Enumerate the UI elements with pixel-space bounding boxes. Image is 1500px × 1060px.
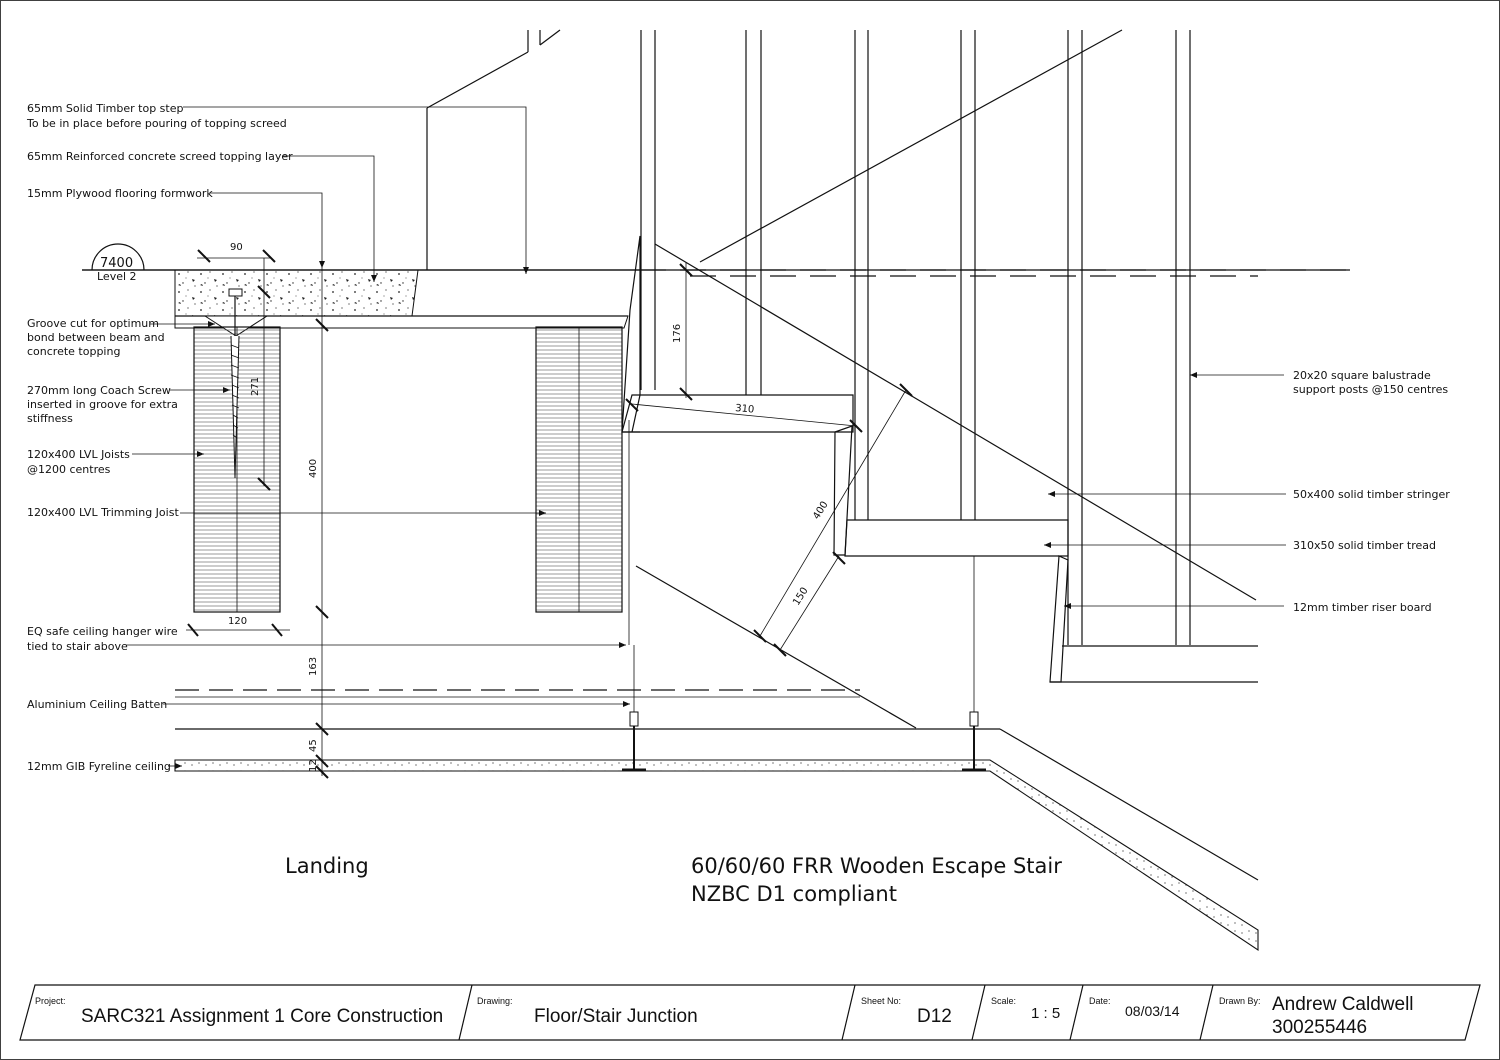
coach-screw [228, 288, 243, 479]
dim-400: 400 [308, 459, 319, 478]
drawn-by-label: Drawn By: [1219, 996, 1261, 1006]
label-top-step: 65mm Solid Timber top step [27, 102, 183, 115]
concrete-topping [174, 269, 419, 317]
label-riser: 12mm timber riser board [1293, 601, 1432, 614]
dim-271: 271 [250, 377, 261, 396]
label-coach-screw-2: inserted in groove for extra [27, 398, 178, 411]
label-hanger: EQ safe ceiling hanger wire [27, 625, 178, 638]
leader-lines [126, 106, 1286, 769]
dim-310: 310 [735, 403, 755, 416]
dim-176: 176 [672, 324, 683, 343]
label-joists: 120x400 LVL Joists [27, 448, 130, 461]
label-coach-screw-3: stiffness [27, 412, 73, 425]
label-groove-3: concrete topping [27, 345, 120, 358]
dim-163: 163 [308, 657, 319, 676]
label-joists-2: @1200 centres [27, 463, 111, 476]
label-groove: Groove cut for optimum [27, 317, 159, 330]
dim-150: 150 [791, 586, 810, 608]
label-coach-screw: 270mm long Coach Screw [27, 384, 171, 397]
dim-90: 90 [230, 242, 243, 253]
label-tread: 310x50 solid timber tread [1293, 539, 1436, 552]
annotations-right: 20x20 square balustrade support posts @1… [1293, 369, 1450, 614]
dim-120: 120 [228, 616, 247, 627]
level-marker [91, 243, 145, 271]
label-hanger-2: tied to stair above [27, 640, 128, 653]
ceiling [174, 556, 1259, 952]
drawing-label: Drawing: [477, 996, 513, 1006]
label-top-step-note: To be in place before pouring of topping… [26, 117, 287, 130]
dim-45: 45 [308, 739, 319, 752]
stair-title: 60/60/60 FRR Wooden Escape Stair [691, 854, 1062, 878]
dim-12: 12 [308, 759, 319, 772]
project-name: SARC321 Assignment 1 Core Construction [81, 1006, 443, 1027]
dim-400-stringer: 400 [811, 500, 830, 522]
landing-title: Landing [285, 854, 369, 878]
drawn-by-name: Andrew Caldwell [1272, 994, 1414, 1015]
title-block: Project: SARC321 Assignment 1 Core Const… [19, 984, 1481, 1041]
student-id: 300255446 [1272, 1017, 1367, 1038]
label-balustrade-2: support posts @150 centres [1293, 383, 1448, 396]
level-name: Level 2 [97, 270, 137, 283]
label-gib: 12mm GIB Fyreline ceiling [27, 760, 171, 773]
label-screed: 65mm Reinforced concrete screed topping … [27, 150, 293, 163]
sheet-number: D12 [917, 1006, 952, 1027]
date-value: 08/03/14 [1125, 1003, 1180, 1019]
scale-label: Scale: [991, 996, 1016, 1006]
label-batten: Aluminium Ceiling Batten [27, 698, 167, 711]
label-plywood: 15mm Plywood flooring formwork [27, 187, 213, 200]
project-label: Project: [35, 996, 66, 1006]
lvl-joists [193, 288, 623, 613]
drawing-name: Floor/Stair Junction [534, 1006, 698, 1027]
stair-subtitle: NZBC D1 compliant [691, 882, 897, 906]
scale-value: 1 : 5 [1031, 1005, 1060, 1022]
label-stringer: 50x400 solid timber stringer [1293, 488, 1450, 501]
label-groove-2: bond between beam and [27, 331, 165, 344]
date-label: Date: [1089, 996, 1111, 1006]
level-value: 7400 [100, 256, 133, 271]
sheet-label: Sheet No: [861, 996, 901, 1006]
floor-slab [174, 269, 629, 337]
label-balustrade: 20x20 square balustrade [1293, 369, 1431, 382]
gib-ceiling-board [174, 759, 1259, 952]
dimension-lines [186, 249, 913, 779]
annotations-left: 65mm Solid Timber top step To be in plac… [26, 102, 293, 773]
label-trimming-joist: 120x400 LVL Trimming Joist [27, 506, 179, 519]
